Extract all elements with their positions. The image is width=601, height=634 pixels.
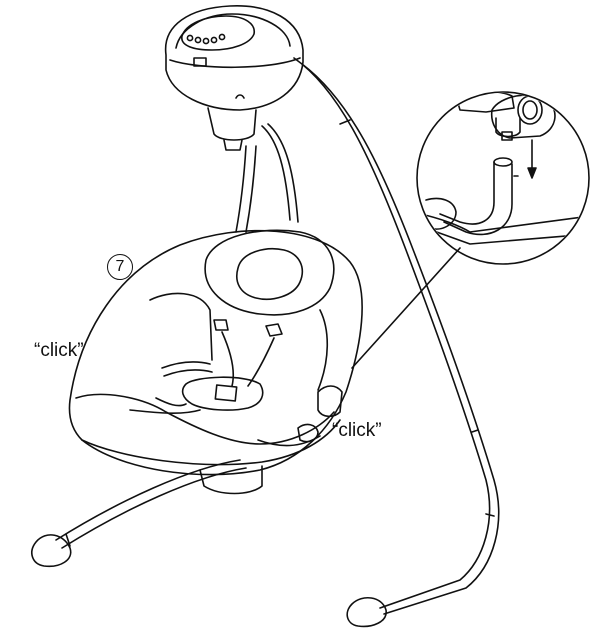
detail-magnifier	[416, 91, 590, 265]
control-button	[202, 37, 210, 45]
step-number-badge: 7	[107, 254, 133, 280]
front-base-leg	[55, 459, 247, 549]
control-button	[210, 36, 218, 44]
detail-leader-line	[351, 247, 461, 369]
motor-housing	[164, 5, 304, 151]
control-button	[218, 33, 226, 41]
foot-cap-front	[31, 534, 72, 568]
headrest	[236, 248, 304, 300]
swing-frame-leg	[293, 57, 500, 615]
foot-cap-rear	[346, 597, 387, 628]
click-callout-right: “click”	[332, 420, 382, 441]
seat-pad	[129, 229, 335, 414]
seat-shell	[68, 229, 363, 495]
control-button	[194, 36, 202, 44]
control-button	[186, 34, 194, 42]
click-callout-left: “click”	[34, 340, 84, 361]
seat-clips	[297, 385, 343, 443]
harness	[155, 319, 283, 411]
control-panel	[181, 15, 255, 51]
seat-hanger	[235, 123, 299, 233]
foot-caps	[31, 534, 387, 628]
harness-buckle	[181, 376, 264, 411]
